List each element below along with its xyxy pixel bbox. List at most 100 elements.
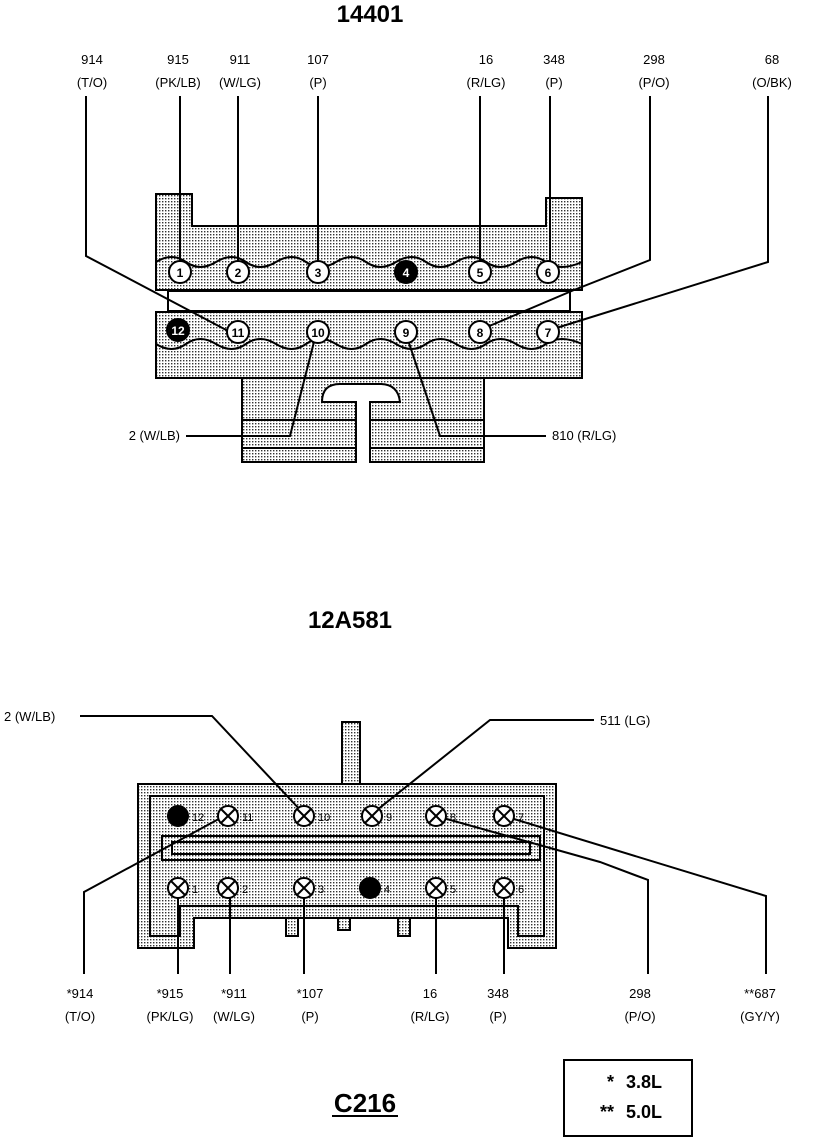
wire-label-2-wlb: 2 (W/LB) (129, 428, 180, 443)
pin-b-label-4: 4 (384, 884, 390, 896)
wire-label-914: 914 (81, 52, 103, 67)
wire-color-687: (GY/Y) (740, 1009, 780, 1024)
pin-b-label-10: 10 (318, 812, 330, 824)
wire-color-298: (P/O) (638, 75, 669, 90)
pin-b-label-3: 3 (318, 884, 324, 896)
pin-b-label-6: 6 (518, 884, 524, 896)
svg-text:11: 11 (232, 326, 245, 340)
pin-b-7: 7 (493, 805, 524, 827)
svg-text:3: 3 (315, 266, 322, 280)
connector-14401-wave-bottom (155, 338, 583, 350)
wire-label-511: 511 (LG) (600, 713, 650, 728)
pin-b-label-8: 8 (450, 812, 456, 824)
wire-color-914-b: (T/O) (65, 1009, 95, 1024)
pin-7: 7 (536, 320, 560, 344)
wire-label-2-wlb-b: 2 (W/LB) (4, 709, 55, 724)
connector-14401-upper-body (155, 193, 583, 291)
wire-color-915-b: (PK/LG) (147, 1009, 194, 1024)
wire-lead-687 (503, 815, 767, 974)
svg-text:7: 7 (545, 326, 552, 340)
wire-color-68: (O/BK) (752, 75, 792, 90)
pin-10: 10 (306, 320, 330, 344)
pin-b-8: 8 (425, 805, 456, 827)
wire-label-915: 915 (167, 52, 189, 67)
wire-lead-298-b (435, 815, 649, 974)
pin-b-6: 6 (493, 877, 524, 899)
legend-mark-2: ** (600, 1102, 614, 1122)
svg-text:9: 9 (403, 326, 410, 340)
wire-color-911-b: (W/LG) (213, 1009, 255, 1024)
wire-label-914-b: *914 (67, 986, 94, 1001)
connector-12A581-foot-2 (337, 917, 351, 931)
pin-b-label-7: 7 (518, 812, 524, 824)
connector-12A581-wire-labels: 2 (W/LB) 511 (LG) *914 (T/O) *915 (PK/LG… (4, 709, 780, 1024)
wire-color-914: (T/O) (77, 75, 107, 90)
wire-lead-68 (549, 96, 769, 331)
pin-b-label-12: 12 (192, 812, 204, 824)
pin-4: 4 (394, 260, 418, 284)
connector-14401-wave-top (155, 256, 583, 268)
wire-color-107: (P) (309, 75, 326, 90)
pin-b-4: 4 (359, 877, 390, 899)
wire-label-911-b: *911 (221, 986, 247, 1001)
wire-lead-914 (85, 96, 231, 333)
legend-frame (563, 1059, 693, 1137)
connector-12A581-foot-3 (397, 917, 411, 937)
wire-label-687: **687 (744, 986, 776, 1001)
wire-color-107-b: (P) (301, 1009, 318, 1024)
connector-14401-title: 14401 (337, 1, 404, 28)
pin-b-12: 12 (167, 805, 204, 827)
pin-b-label-11: 11 (242, 812, 253, 824)
connector-id: C216 (334, 1088, 396, 1118)
wire-color-16-b: (R/LG) (411, 1009, 450, 1024)
connector-12A581-inner-outline (149, 795, 545, 937)
legend-box: * 3.8L ** 5.0L (563, 1059, 693, 1137)
connector-14401-tab (241, 377, 485, 463)
pin-b-3: 3 (293, 877, 324, 899)
wire-lead-511 (371, 719, 594, 815)
svg-text:6: 6 (545, 266, 552, 280)
pin-3: 3 (306, 260, 330, 284)
svg-text:10: 10 (311, 326, 325, 340)
connector-12A581-latch-inner (171, 841, 531, 855)
wire-label-298: 298 (643, 52, 665, 67)
svg-text:2: 2 (235, 266, 242, 280)
pin-8: 8 (468, 320, 492, 344)
connector-14401-wire-leads (85, 96, 769, 437)
wire-label-107-b: *107 (297, 986, 324, 1001)
wire-color-298-b: (P/O) (624, 1009, 655, 1024)
pin-9: 9 (394, 320, 418, 344)
connector-14401-latch-bar (167, 290, 571, 312)
pin-b-9: 9 (361, 805, 392, 827)
wire-label-68: 68 (765, 52, 779, 67)
pin-11: 11 (226, 320, 250, 344)
wire-label-915-b: *915 (157, 986, 184, 1001)
pin-b-1: 1 (167, 877, 198, 899)
legend-text-1: 3.8L (626, 1072, 662, 1092)
wire-label-348: 348 (543, 52, 565, 67)
pin-12: 12 (166, 318, 190, 342)
connector-12A581-wire-leads (80, 715, 767, 974)
pin-b-5: 5 (425, 877, 456, 899)
connector-14401-pins: 1 2 3 4 5 6 12 11 10 9 8 7 (166, 260, 560, 344)
connector-12A581-key (341, 721, 361, 785)
wire-lead-298 (479, 96, 651, 331)
connector-14401 (155, 193, 583, 463)
pin-5: 5 (468, 260, 492, 284)
svg-text:5: 5 (477, 266, 484, 280)
legend-text-2: 5.0L (626, 1102, 662, 1122)
svg-text:4: 4 (403, 266, 410, 280)
wire-color-16: (R/LG) (467, 75, 506, 90)
connector-12A581-latch-bar (161, 835, 541, 861)
pin-b-label-5: 5 (450, 884, 456, 896)
pin-2: 2 (226, 260, 250, 284)
pin-b-label-2: 2 (242, 884, 248, 896)
wire-color-915: (PK/LB) (155, 75, 201, 90)
wire-lead-810 (405, 333, 546, 437)
connector-12A581-title: 12A581 (308, 607, 392, 634)
pin-b-2: 2 (217, 877, 248, 899)
pin-b-label-9: 9 (386, 812, 392, 824)
wire-label-298-b: 298 (629, 986, 651, 1001)
